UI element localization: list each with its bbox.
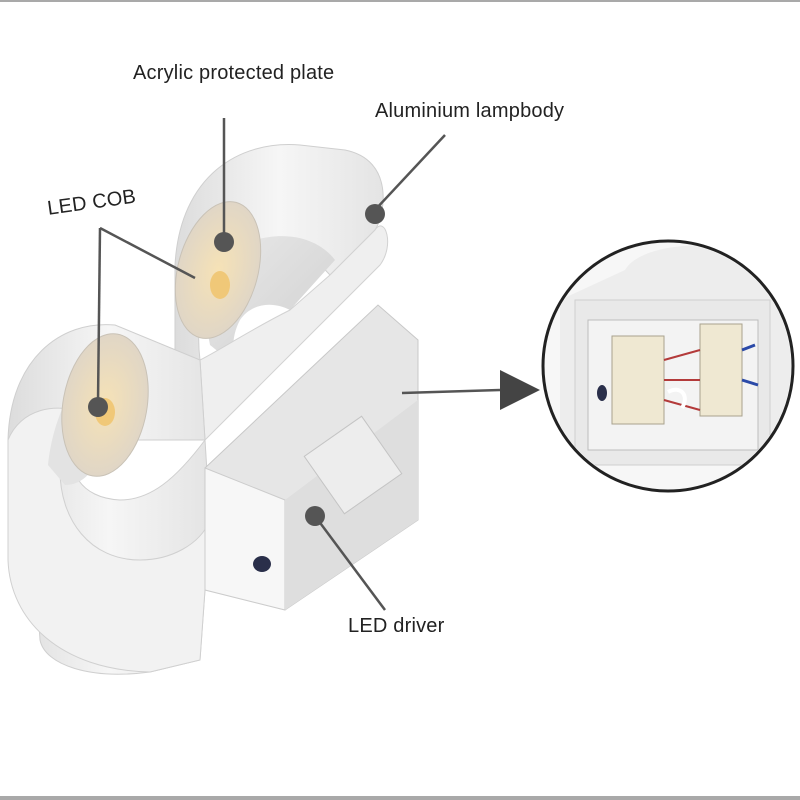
led-driver-box bbox=[204, 304, 419, 611]
label-acrylic-protected-plate: Acrylic protected plate bbox=[133, 62, 335, 84]
label-led-driver: LED driver bbox=[348, 615, 445, 637]
label-aluminium-lampbody: Aluminium lampbody bbox=[375, 100, 565, 122]
bottom-border bbox=[0, 796, 800, 800]
zoom-detail bbox=[541, 239, 795, 493]
led-plate-upper bbox=[174, 201, 262, 339]
arrow-icon bbox=[500, 370, 540, 410]
leader-dots bbox=[88, 204, 385, 526]
leader-lines bbox=[96, 118, 501, 611]
top-border bbox=[0, 0, 800, 2]
